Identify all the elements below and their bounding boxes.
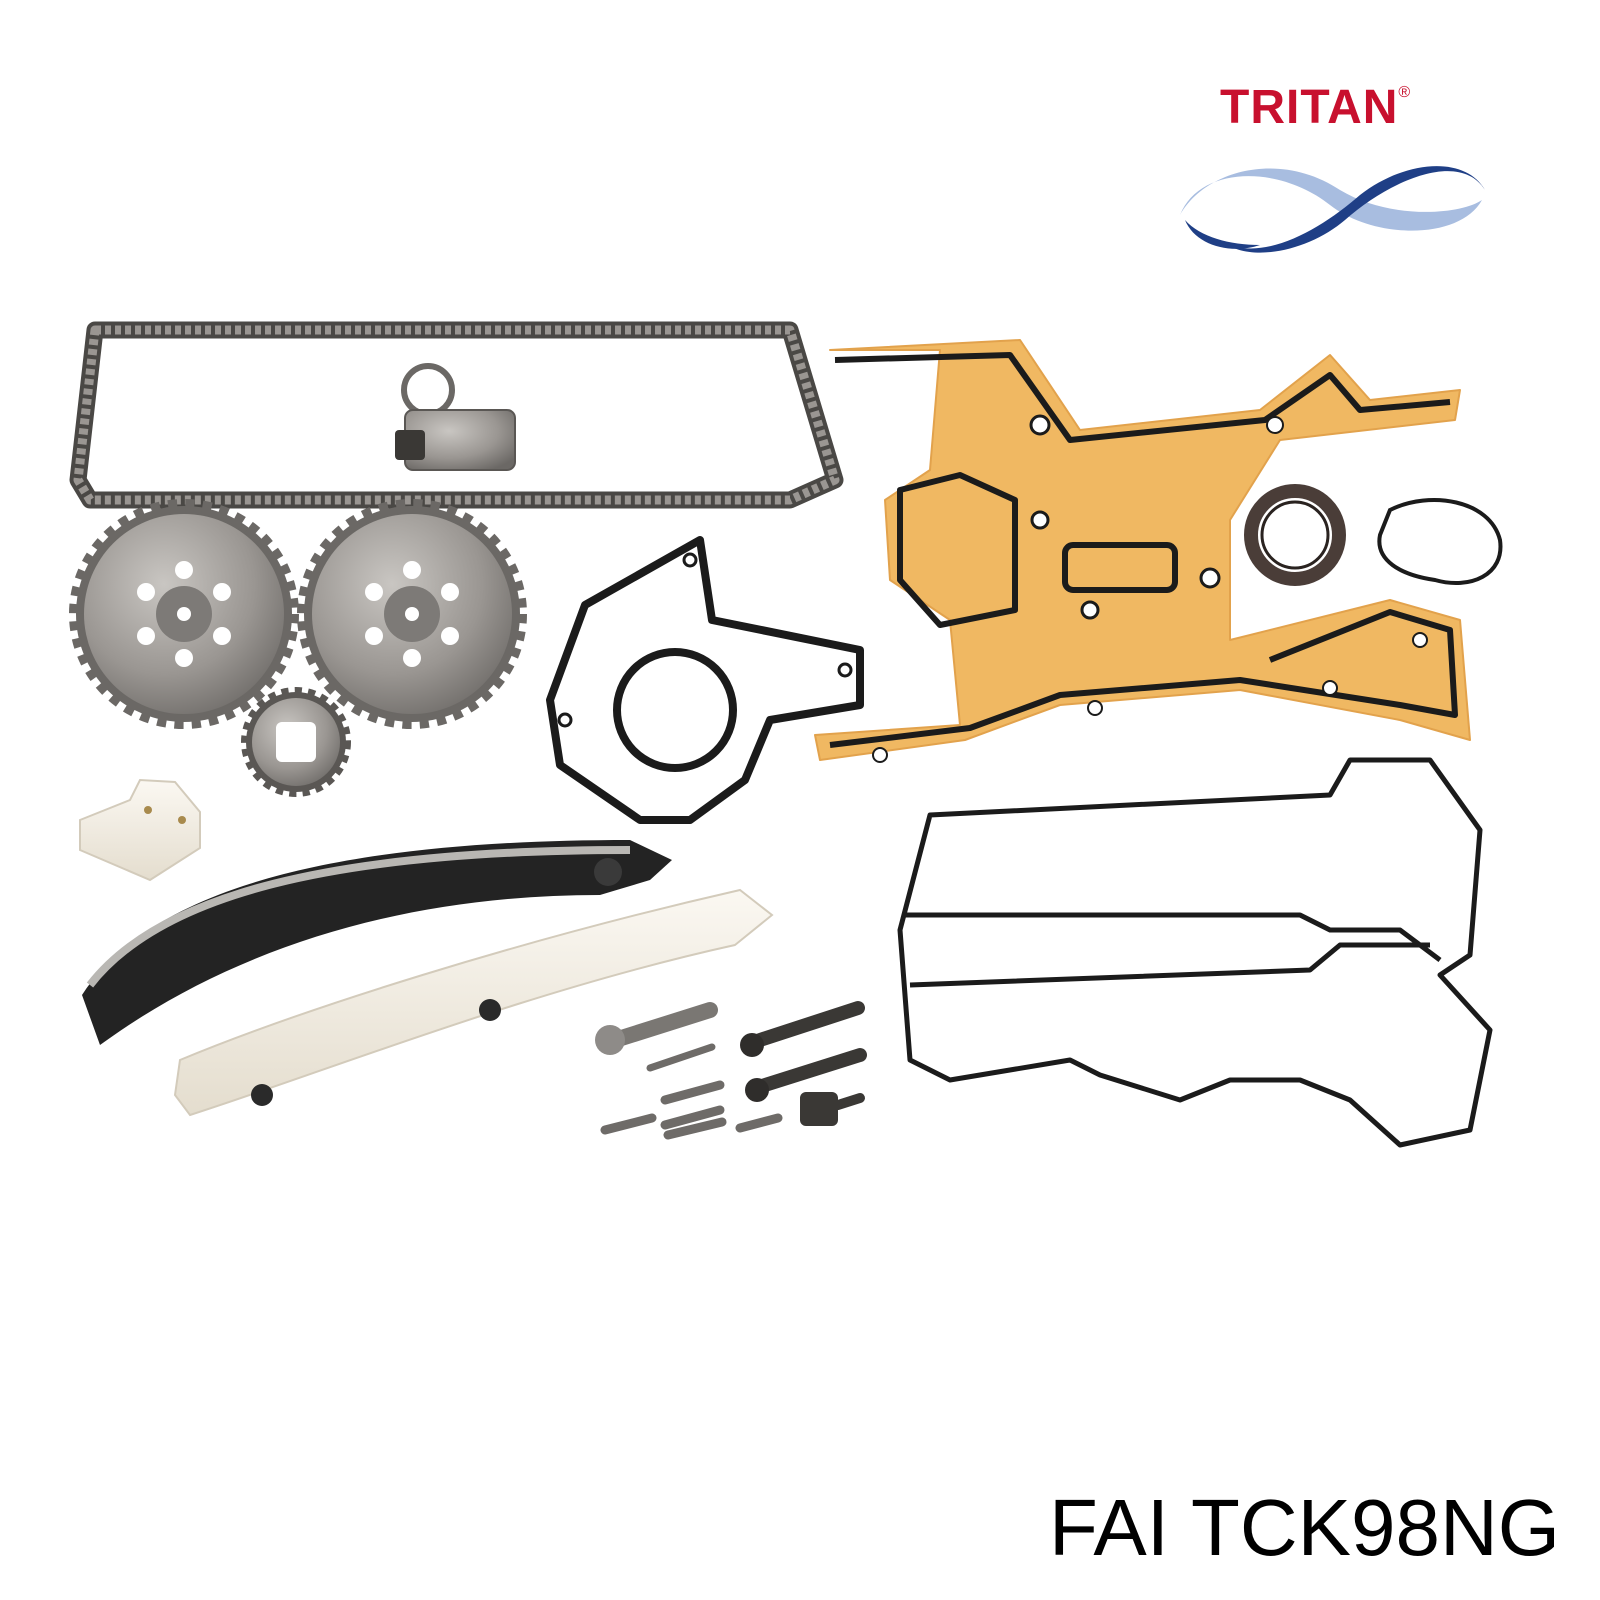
part-number: TCK98NG (1191, 1483, 1560, 1572)
guide-rail (173, 888, 774, 1117)
camshaft-sprocket-right (297, 499, 527, 729)
manufacturer-name: FAI (1048, 1483, 1170, 1572)
tensioner-rail (82, 840, 672, 1045)
guide-block (79, 778, 201, 882)
crank-seal (1244, 484, 1346, 586)
valve-cover-gasket (897, 757, 1493, 1148)
timing-chain (69, 321, 844, 509)
timing-cover-gasket (814, 339, 1471, 763)
chain-tensioner (395, 363, 516, 471)
water-pump-gasket (546, 536, 864, 824)
o-ring (1377, 498, 1503, 586)
bolt-set (595, 1001, 867, 1140)
crank-sprocket (241, 687, 351, 797)
registered-mark: ® (1398, 84, 1412, 101)
infinity-swoosh-icon (1180, 166, 1485, 253)
camshaft-sprocket-left (69, 499, 299, 729)
logo-wordmark: TRITAN® (1220, 80, 1411, 135)
tritan-logo: TRITAN® (1160, 70, 1540, 280)
logo-brand-text: TRITAN (1220, 81, 1399, 134)
